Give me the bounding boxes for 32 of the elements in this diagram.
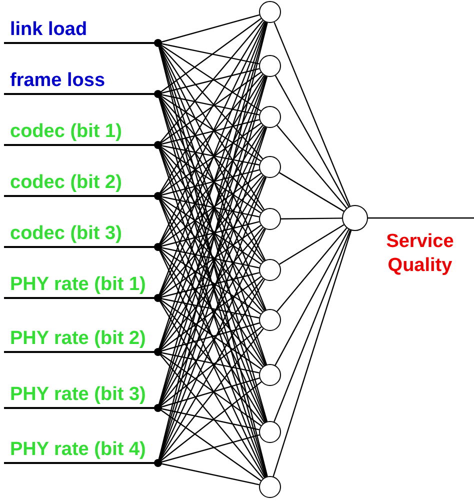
connection-line — [279, 224, 344, 265]
connection-line — [274, 22, 351, 206]
input-label: PHY rate (bit 3) — [10, 384, 146, 406]
connection-line — [274, 75, 350, 207]
output-label: Service Quality — [385, 230, 455, 278]
input-label: link load — [10, 19, 88, 41]
neuron-circle — [259, 259, 281, 281]
connection-line — [281, 218, 342, 220]
neuron-circle — [259, 476, 281, 498]
connection-line — [368, 217, 474, 219]
neuron-circle — [259, 364, 281, 386]
neuron-circle — [259, 106, 281, 128]
neuron-circle — [259, 208, 281, 230]
neuron-circle — [259, 309, 281, 331]
connection-line — [279, 172, 344, 212]
input-label: PHY rate (bit 2) — [10, 328, 146, 350]
input-label: PHY rate (bit 4) — [10, 439, 146, 461]
neuron-circle — [259, 1, 281, 23]
connection-line — [274, 229, 350, 366]
neuron-circle — [259, 55, 281, 77]
neuron-circle — [259, 421, 281, 443]
connection-line — [276, 125, 348, 208]
connection-line — [274, 230, 351, 422]
output-neuron — [342, 205, 368, 231]
input-label: PHY rate (bit 1) — [10, 274, 146, 296]
input-label: codec (bit 3) — [10, 223, 122, 245]
connection-line — [272, 230, 352, 477]
input-label: frame loss — [10, 70, 106, 92]
input-label: codec (bit 2) — [10, 172, 122, 194]
neuron-circle — [259, 156, 281, 178]
connection-line — [276, 228, 348, 312]
input-label: codec (bit 1) — [10, 121, 122, 143]
